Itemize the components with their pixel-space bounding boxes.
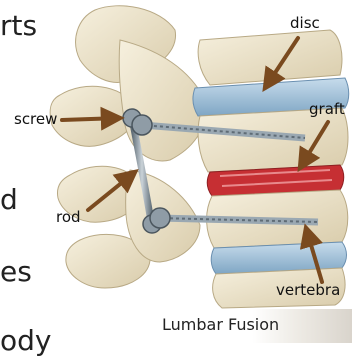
label-vertebra: vertebra [276, 283, 340, 298]
posterior-bone [50, 6, 206, 288]
label-screw: screw [14, 112, 57, 127]
label-rod: rod [56, 210, 81, 225]
figure-caption: Lumbar Fusion [162, 315, 279, 334]
label-graft: graft [309, 102, 345, 117]
label-disc: disc [290, 16, 320, 31]
